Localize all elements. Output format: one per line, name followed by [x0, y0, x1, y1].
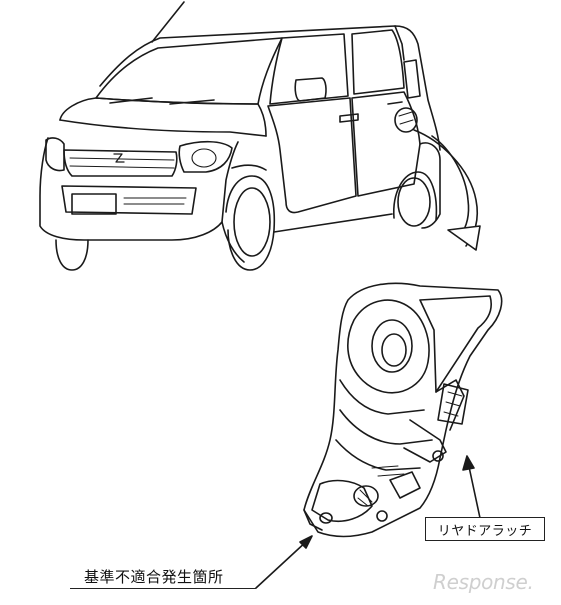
antenna: [151, 1, 185, 43]
door-latch-illustration: [303, 282, 503, 538]
license-plate: [71, 193, 117, 215]
latch-catch: [353, 485, 379, 507]
front-wheel-left: [55, 239, 89, 271]
rear-door: [351, 91, 421, 197]
right-headlight: [178, 140, 233, 173]
hood: [59, 97, 267, 137]
front-bumper: [39, 137, 239, 241]
left-headlight: [45, 137, 65, 172]
latch-boss-hole: [371, 319, 413, 373]
front-door: [267, 97, 357, 214]
side-mirror: [294, 77, 327, 102]
fuel-lid: [394, 107, 418, 133]
car-illustration: [39, 1, 441, 271]
rear-door-latch-label: リヤドアラッチ: [425, 517, 545, 541]
callout-arrow-head: [447, 225, 481, 251]
car-roof: [99, 25, 441, 151]
leader-rear-door-latch: [462, 455, 481, 519]
defect-label-underline: [70, 588, 256, 589]
latch-housing: [303, 282, 503, 538]
latch-connector: [437, 383, 469, 425]
nonconforming-location-label: 基準不適合発生箇所: [84, 568, 224, 586]
rear-door-window: [351, 29, 405, 95]
front-door-handle: [339, 113, 359, 123]
response-watermark: Response.: [433, 570, 534, 594]
front-wheel-right: [225, 175, 276, 271]
windshield: [95, 37, 283, 105]
callout-arrow: [413, 129, 481, 251]
leader-nonconforming-location: [255, 535, 313, 589]
rear-wheel: [393, 171, 438, 221]
brand-logo: [113, 153, 125, 163]
front-door-window: [269, 33, 349, 105]
